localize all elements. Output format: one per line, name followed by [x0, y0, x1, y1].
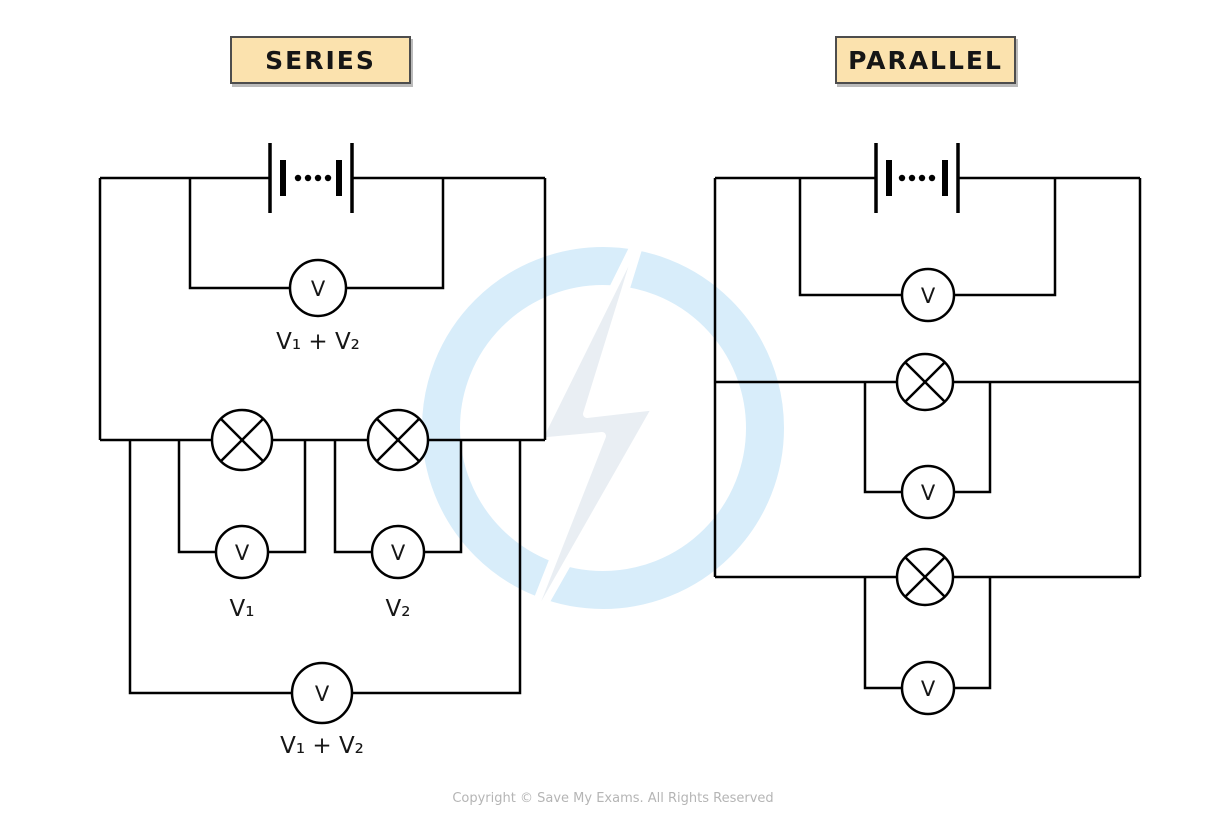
- series-lamp1-voltmeter-label: V₁: [230, 596, 255, 622]
- battery-dot: [898, 174, 906, 182]
- voltmeter-circle: [288, 258, 348, 318]
- series-lamp-2: [366, 408, 430, 472]
- battery-dot: [314, 174, 322, 182]
- battery-dot: [918, 174, 926, 182]
- series-circuit: V V₁ + V₂ V V₁ V V₂: [98, 143, 547, 759]
- series-battery-icon: [268, 143, 354, 213]
- voltmeter-circle: [900, 267, 956, 323]
- series-lamp-1: [210, 408, 274, 472]
- watermark-lightning-bolt-icon: [513, 216, 661, 656]
- parallel-circuit: V V V: [713, 143, 1142, 716]
- voltmeter-symbol: V: [921, 677, 936, 701]
- series-wires: [98, 176, 547, 695]
- watermark-ring: [422, 247, 784, 609]
- parallel-lamp-1: [895, 352, 955, 412]
- series-lamp2-voltmeter: V: [370, 524, 426, 580]
- battery-dot: [324, 174, 332, 182]
- parallel-lamp2-voltmeter: V: [900, 660, 956, 716]
- parallel-battery-voltmeter: V: [900, 267, 956, 323]
- series-title: SERIES: [230, 36, 411, 84]
- parallel-lamp1-voltmeter: V: [900, 464, 956, 520]
- voltmeter-symbol: V: [315, 682, 330, 706]
- parallel-title: PARALLEL: [835, 36, 1016, 84]
- voltmeter-circle: [214, 524, 270, 580]
- parallel-lamp-2: [895, 547, 955, 607]
- series-battery-voltmeter-label: V₁ + V₂: [276, 329, 360, 355]
- voltmeter-circle: [900, 660, 956, 716]
- copyright-text: Copyright © Save My Exams. All Rights Re…: [452, 791, 774, 806]
- save-my-exams-watermark: [422, 216, 784, 656]
- lamp-cross: [904, 361, 946, 403]
- series-lamp2-voltmeter-label: V₂: [386, 596, 411, 622]
- voltmeter-symbol: V: [311, 277, 326, 301]
- lamp-cross: [904, 556, 946, 598]
- parallel-battery-icon: [874, 143, 960, 213]
- series-total-voltmeter: V: [290, 661, 354, 725]
- battery-dot: [304, 174, 312, 182]
- battery-dot: [294, 174, 302, 182]
- battery-dot: [928, 174, 936, 182]
- voltmeter-symbol: V: [391, 541, 406, 565]
- voltmeter-symbol: V: [921, 481, 936, 505]
- voltmeter-circle: [370, 524, 426, 580]
- series-total-voltmeter-label: V₁ + V₂: [280, 733, 364, 759]
- voltmeter-circle: [900, 464, 956, 520]
- series-lamp1-voltmeter: V: [214, 524, 270, 580]
- series-battery-voltmeter: V: [288, 258, 348, 318]
- lamp-cross: [375, 417, 421, 463]
- lamp-cross: [219, 417, 265, 463]
- voltmeter-symbol: V: [921, 284, 936, 308]
- voltmeter-symbol: V: [235, 541, 250, 565]
- parallel-wires: [713, 176, 1142, 690]
- battery-dot: [908, 174, 916, 182]
- voltmeter-circle: [290, 661, 354, 725]
